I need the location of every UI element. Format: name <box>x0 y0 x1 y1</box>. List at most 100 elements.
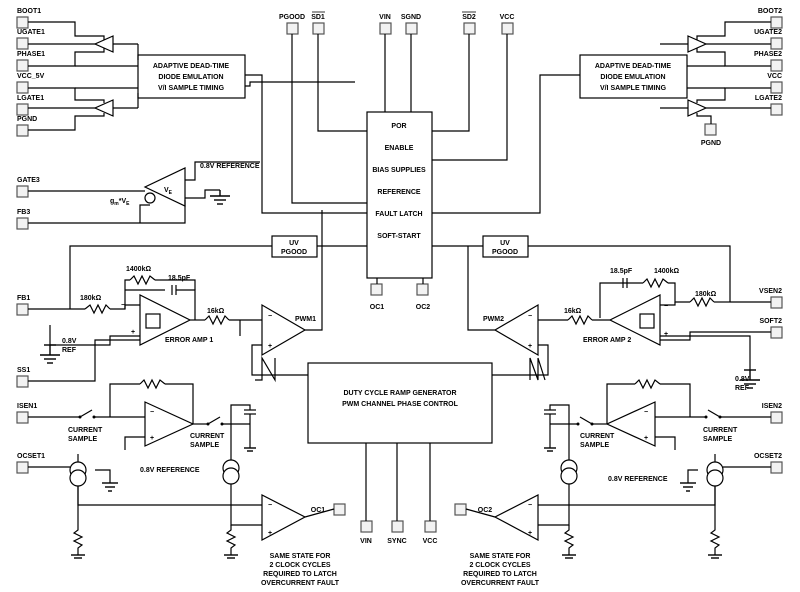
oc1-plus: + <box>268 530 272 537</box>
error-amp-1-label: ERROR AMP 1 <box>165 337 213 344</box>
r16-left-label: 16kΩ <box>207 308 225 315</box>
left-driver: ADAPTIVE DEAD-TIME DIODE EMULATION V/I S… <box>28 21 246 131</box>
cs-r2-label: CURRENT <box>580 433 615 440</box>
r1400-right <box>642 277 669 289</box>
r-cs-right <box>634 378 661 390</box>
pin-vin-top[interactable] <box>379 22 392 35</box>
pin-phase2[interactable] <box>770 59 783 72</box>
error-amp-1 <box>139 294 192 346</box>
pin-ugate1[interactable] <box>16 37 29 50</box>
driver-left-line3: V/I SAMPLE TIMING <box>158 85 225 92</box>
cs-r1-label: CURRENT <box>703 427 738 434</box>
pin-boot1[interactable] <box>16 16 29 29</box>
oc-note-l-4: OVERCURRENT FAULT <box>261 580 340 587</box>
pin-ocset2[interactable] <box>770 461 783 474</box>
driver-right-line1: ADAPTIVE DEAD-TIME <box>595 63 672 70</box>
pin-oc1-top[interactable] <box>370 283 383 296</box>
label-isen1: ISEN1 <box>17 403 37 410</box>
cs-amp-l-plus: + <box>150 435 154 442</box>
pin-lgate1[interactable] <box>16 103 29 116</box>
r180-right-label: 180kΩ <box>695 291 717 298</box>
c185-right-label: 18.5pF <box>610 268 633 275</box>
uv-left-line2: PGOOD <box>281 249 307 256</box>
pin-vcc-5v[interactable] <box>16 81 29 94</box>
pin-pgnd[interactable] <box>16 124 29 137</box>
top-pins: PGOOD SD1 VIN SGND SD2 VCC <box>279 11 514 35</box>
pin-soft2[interactable] <box>770 326 783 339</box>
label-vin-bottom: VIN <box>360 538 372 545</box>
label-boot1: BOOT1 <box>17 8 41 15</box>
pin-gate3[interactable] <box>16 185 29 198</box>
c185-left-label: 18.5pF <box>168 275 191 282</box>
oc-note-l-3: REQUIRED TO LATCH <box>263 571 337 578</box>
driver-left-line2: DIODE EMULATION <box>158 74 223 81</box>
ref08-left-a: 0.8V <box>62 338 77 345</box>
pin-vsen2[interactable] <box>770 296 783 309</box>
pin-ss1[interactable] <box>16 375 29 388</box>
label-vcc-5v: VCC_5V <box>17 73 45 80</box>
pin-oc2[interactable] <box>454 503 467 516</box>
ground-symbol-gate3 <box>210 190 230 205</box>
label-fb1: FB1 <box>17 295 30 302</box>
oc-comparator-right <box>493 494 539 542</box>
r180-right <box>689 296 715 308</box>
ground-ref-ocset-right <box>680 482 696 492</box>
gm-ve-label: gm*VE <box>110 198 130 207</box>
pin-sync[interactable] <box>391 520 404 533</box>
pin-pgood[interactable] <box>286 22 299 35</box>
ocset-right: 0.8V REFERENCE <box>608 454 771 559</box>
ramp-right <box>529 357 546 381</box>
switch-cs-r1 <box>707 409 721 418</box>
pin-lgate2[interactable] <box>770 103 783 116</box>
label-ocset1: OCSET1 <box>17 453 45 460</box>
label-oc2-out: OC2 <box>478 507 493 514</box>
pin-ugate2[interactable] <box>770 37 783 50</box>
pin-isen1[interactable] <box>16 411 29 424</box>
oc-note-r-1: SAME STATE FOR <box>470 553 531 560</box>
right-pins: BOOT2 UGATE2 PHASE2 VCC LGATE2 VSEN2 SOF… <box>701 8 783 474</box>
r-ocset-left <box>72 486 84 555</box>
ea1-plus: + <box>131 329 135 336</box>
pwm2: − + PWM2 <box>467 303 549 381</box>
pin-phase1[interactable] <box>16 59 29 72</box>
ground-oc-right <box>562 554 576 559</box>
pin-pgnd2[interactable] <box>704 123 717 136</box>
pin-sd1[interactable] <box>312 22 325 35</box>
pin-sgnd[interactable] <box>405 22 418 35</box>
cs-l2-label: CURRENT <box>190 433 225 440</box>
pin-fb1[interactable] <box>16 303 29 316</box>
label-vcc-right: VCC <box>767 73 782 80</box>
cs-r2b-label: SAMPLE <box>580 442 610 449</box>
pin-vcc-top[interactable] <box>501 22 514 35</box>
ref08-left-label: 0.8V REFERENCE <box>140 467 200 474</box>
pwm1-label: PWM1 <box>295 316 316 323</box>
pwm2-comparator <box>493 303 539 357</box>
ramp-left <box>255 355 276 383</box>
cs-amp-left <box>144 401 195 447</box>
pin-sd2[interactable] <box>463 22 476 35</box>
pin-vin-bottom[interactable] <box>360 520 373 533</box>
ref08-right-b: REF <box>735 385 750 392</box>
pin-vcc-right[interactable] <box>770 81 783 94</box>
pin-oc1[interactable] <box>333 503 346 516</box>
cs-amp-right <box>605 401 656 447</box>
label-sync: SYNC <box>387 538 406 545</box>
cs-amp-r-plus: + <box>644 435 648 442</box>
label-pgood-top: PGOOD <box>279 14 305 21</box>
label-ugate1: UGATE1 <box>17 29 45 36</box>
ramp-line1: DUTY CYCLE RAMP GENERATOR <box>343 390 456 397</box>
label-isen2: ISEN2 <box>762 403 782 410</box>
pin-ocset1[interactable] <box>16 461 29 474</box>
pin-oc2-top[interactable] <box>416 283 429 296</box>
control-block: POR ENABLE BIAS SUPPLIES REFERENCE FAULT… <box>245 34 580 284</box>
cs-r1b-label: SAMPLE <box>703 436 733 443</box>
r1400-left-label: 1400kΩ <box>126 266 151 273</box>
pin-isen2[interactable] <box>770 411 783 424</box>
pin-boot2[interactable] <box>770 16 783 29</box>
control-fault-latch: FAULT LATCH <box>375 211 422 218</box>
cs-amp-l-minus: − <box>150 409 154 416</box>
r16-right <box>567 314 593 326</box>
pin-vcc-bottom[interactable] <box>424 520 437 533</box>
r180-left <box>84 303 111 315</box>
pin-fb3[interactable] <box>16 217 29 230</box>
